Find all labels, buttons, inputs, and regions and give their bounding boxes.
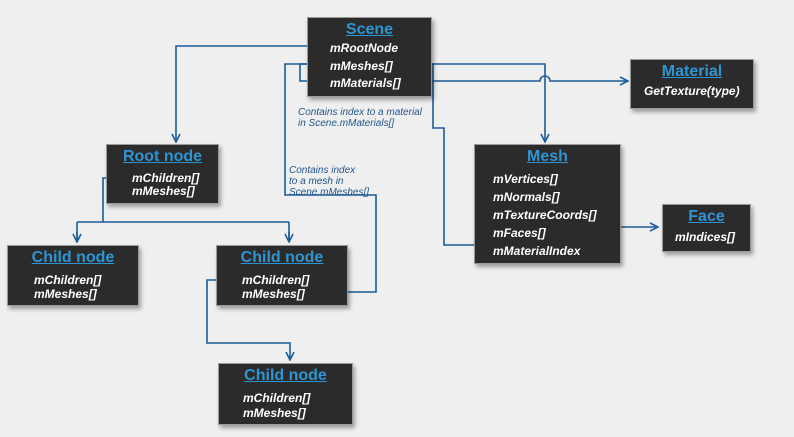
child-node-left-field-mchildren: mChildren[]	[34, 273, 102, 287]
face-field-mindices: mIndices[]	[675, 230, 736, 244]
scene-node: Scene mRootNode mMeshes[] mMaterials[]	[307, 17, 432, 97]
scene-field-mmaterials: mMaterials[]	[330, 76, 401, 90]
child-node-bottom-field-mmeshes: mMeshes[]	[243, 406, 306, 420]
note-mesh-index-line-2: to a mesh in	[289, 176, 344, 187]
child-node-middle-title: Child node	[240, 249, 324, 266]
note-material-index-line-2: in Scene.mMaterials[]	[298, 118, 395, 129]
scene-field-mmeshes: mMeshes[]	[330, 59, 393, 73]
connector-materialindex-to-scene	[299, 63, 490, 246]
child-node-left-title: Child node	[31, 249, 115, 266]
material-node: Material GetTexture(type)	[630, 59, 754, 109]
connector-child-meshes-to-scene	[284, 64, 377, 293]
note-mesh-index-line-3: Scene.mMeshes[]	[289, 187, 370, 198]
child-node-bottom: Child node mChildren[] mMeshes[]	[218, 363, 353, 425]
connector-rootnode-to-root	[176, 45, 330, 142]
mesh-node: Mesh mVertices[] mNormals[] mTextureCoor…	[474, 144, 621, 264]
child-node-middle-field-mmeshes: mMeshes[]	[242, 287, 305, 301]
child-node-bottom-field-mchildren: mChildren[]	[243, 391, 311, 405]
root-node-title: Root node	[122, 148, 203, 165]
face-node: Face mIndices[]	[662, 204, 751, 252]
mesh-title: Mesh	[527, 148, 568, 165]
child-node-left: Child node mChildren[] mMeshes[]	[7, 245, 139, 306]
connector-meshes-to-mesh	[408, 63, 545, 142]
material-title: Material	[661, 63, 723, 80]
child-node-middle: Child node mChildren[] mMeshes[]	[216, 245, 348, 306]
note-mesh-index-line-1: Contains index	[289, 165, 356, 176]
mesh-field-mmaterialindex: mMaterialIndex	[493, 244, 581, 258]
root-node-field-mmeshes: mMeshes[]	[132, 184, 195, 198]
note-material-index: Contains index to a material in Scene.mM…	[298, 107, 422, 129]
connector-root-to-children	[76, 177, 290, 242]
root-node: Root node mChildren[] mMeshes[]	[106, 144, 219, 204]
child-node-bottom-title: Child node	[244, 367, 327, 384]
connector-materials-to-material	[410, 75, 628, 81]
material-field-gettexture: GetTexture(type)	[644, 84, 740, 98]
note-material-index-line-1: Contains index to a material	[298, 107, 422, 118]
face-title: Face	[688, 208, 725, 225]
note-mesh-index: Contains index to a mesh in Scene.mMeshe…	[289, 165, 369, 198]
scene-field-mrootnode: mRootNode	[330, 41, 398, 55]
mesh-field-mnormals: mNormals[]	[493, 190, 560, 204]
mesh-field-mfaces: mFaces[]	[493, 226, 546, 240]
mesh-field-mtexturecoords: mTextureCoords[]	[493, 208, 597, 222]
root-node-field-mchildren: mChildren[]	[132, 171, 200, 185]
scene-title: Scene	[345, 21, 394, 38]
child-node-left-field-mmeshes: mMeshes[]	[34, 287, 97, 301]
mesh-field-mvertices: mVertices[]	[493, 172, 558, 186]
child-node-middle-field-mchildren: mChildren[]	[242, 273, 310, 287]
